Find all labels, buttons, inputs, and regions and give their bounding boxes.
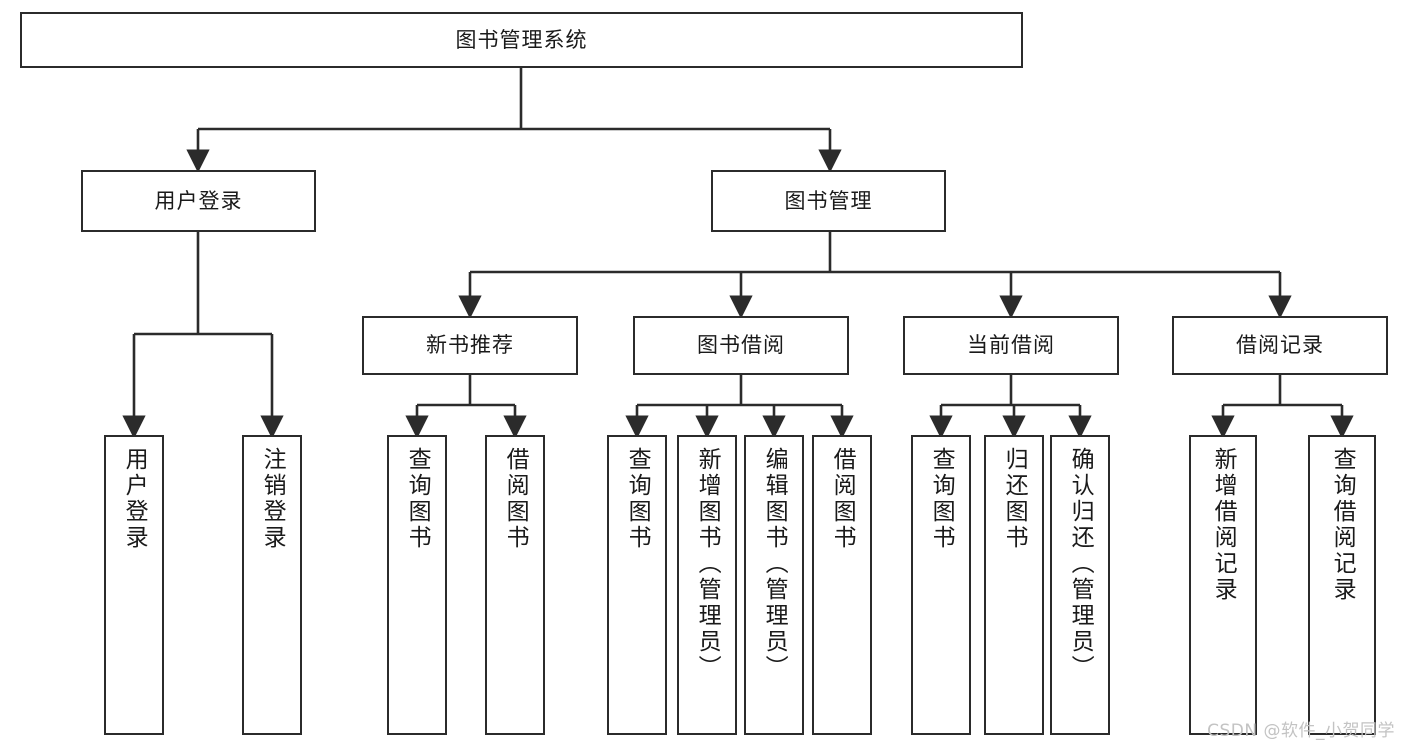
leaf-current-confirm-return-label: 确认归还（管理员） (1067, 447, 1094, 681)
node-borrow-record[interactable]: 借阅记录 (1172, 316, 1388, 375)
leaf-logout-label: 注销登录 (259, 447, 286, 551)
leaf-recommend-query-book[interactable]: 查询图书 (387, 435, 447, 735)
leaf-current-query-book[interactable]: 查询图书 (911, 435, 971, 735)
leaf-recommend-query-book-label: 查询图书 (404, 447, 431, 551)
leaf-borrow-borrow-book[interactable]: 借阅图书 (812, 435, 872, 735)
leaf-recommend-borrow-book[interactable]: 借阅图书 (485, 435, 545, 735)
leaf-user-login-label: 用户登录 (121, 447, 148, 551)
leaf-record-query-record[interactable]: 查询借阅记录 (1308, 435, 1376, 735)
leaf-logout[interactable]: 注销登录 (242, 435, 302, 735)
leaf-current-query-book-label: 查询图书 (928, 447, 955, 551)
node-root-label: 图书管理系统 (455, 27, 588, 52)
leaf-current-return-book-label: 归还图书 (1001, 447, 1028, 551)
leaf-borrow-add-book[interactable]: 新增图书（管理员） (677, 435, 737, 735)
node-current-borrow-label: 当前借阅 (967, 333, 1055, 358)
leaf-borrow-query-book[interactable]: 查询图书 (607, 435, 667, 735)
leaf-record-query-record-label: 查询借阅记录 (1329, 447, 1356, 603)
node-book-borrow-label: 图书借阅 (697, 333, 785, 358)
node-book-borrow[interactable]: 图书借阅 (633, 316, 849, 375)
leaf-borrow-edit-book-label: 编辑图书（管理员） (761, 447, 788, 681)
node-new-book-recommend[interactable]: 新书推荐 (362, 316, 578, 375)
node-book-manage-label: 图书管理 (784, 188, 873, 213)
leaf-recommend-borrow-book-label: 借阅图书 (502, 447, 529, 551)
leaf-borrow-add-book-label: 新增图书（管理员） (694, 447, 721, 681)
leaf-borrow-borrow-book-label: 借阅图书 (829, 447, 856, 551)
node-user-login[interactable]: 用户登录 (81, 170, 316, 232)
csdn-watermark: CSDN @软件_小贺同学 (1207, 721, 1395, 741)
leaf-user-login[interactable]: 用户登录 (104, 435, 164, 735)
node-user-login-label: 用户登录 (154, 188, 243, 213)
node-new-book-recommend-label: 新书推荐 (426, 333, 514, 358)
node-root[interactable]: 图书管理系统 (20, 12, 1023, 68)
leaf-borrow-edit-book[interactable]: 编辑图书（管理员） (744, 435, 804, 735)
leaf-current-return-book[interactable]: 归还图书 (984, 435, 1044, 735)
leaf-borrow-query-book-label: 查询图书 (624, 447, 651, 551)
leaf-record-add-record[interactable]: 新增借阅记录 (1189, 435, 1257, 735)
node-book-manage[interactable]: 图书管理 (711, 170, 946, 232)
leaf-record-add-record-label: 新增借阅记录 (1210, 447, 1237, 603)
leaf-current-confirm-return[interactable]: 确认归还（管理员） (1050, 435, 1110, 735)
node-current-borrow[interactable]: 当前借阅 (903, 316, 1119, 375)
node-borrow-record-label: 借阅记录 (1236, 333, 1324, 358)
